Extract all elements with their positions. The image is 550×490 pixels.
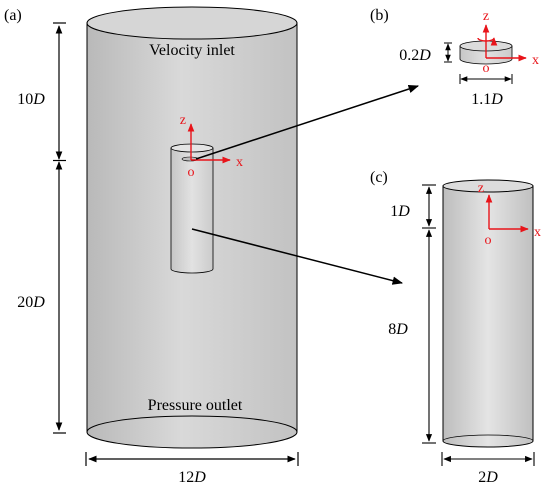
axis-x-label-a: x: [236, 155, 243, 170]
dim-2d-label: 2D: [478, 469, 498, 486]
height-dimension-c: 1D 8D: [388, 184, 436, 444]
width-dimension-c: 2D: [441, 452, 535, 486]
panel-c: (c) z x o 1D 8D 2D: [370, 169, 541, 486]
panel-b-tag: (b): [370, 7, 389, 24]
dim-1-1d-label: 1.1D: [471, 91, 503, 108]
domain-cylinder-bottom-back: [86, 415, 298, 433]
width-dimension-a: 12D: [85, 452, 299, 486]
axis-triad-b: z x o: [477, 9, 539, 76]
velocity-inlet-label: Velocity inlet: [149, 42, 235, 59]
panel-b: (b) z x o 0.2D 1.1D: [370, 7, 539, 108]
rotor-cylinder-body: [442, 185, 534, 448]
pressure-outlet-label: Pressure outlet: [148, 397, 243, 414]
height-dimension-b: 0.2D: [399, 42, 452, 64]
axis-triad-c: z x o: [478, 181, 541, 248]
dim-20d-label: 20D: [17, 294, 45, 311]
axis-z-label-c: z: [478, 181, 484, 196]
callout-arrow-to-b: [195, 84, 419, 160]
axis-z-label-b: z: [483, 9, 489, 24]
axis-origin-label-a: o: [188, 165, 195, 180]
axis-z-label-a: z: [180, 113, 186, 128]
axis-x-label-c: x: [534, 225, 541, 240]
dim-12d-label: 12D: [178, 469, 206, 486]
rotor-cylinder-bottom-back: [442, 434, 534, 442]
dim-1d-label: 1D: [390, 203, 410, 220]
panel-a: (a) Velocity inlet Pressure outlet z x o…: [4, 6, 419, 486]
rotor-cylinder-top: [442, 179, 534, 193]
height-dimension-a: 10D 20D: [17, 22, 66, 434]
width-dimension-b: 1.1D: [459, 74, 513, 108]
rotation-arrow-icon: [477, 37, 498, 46]
dim-0-2d-label: 0.2D: [399, 47, 431, 64]
axis-x-label-b: x: [532, 53, 539, 68]
inner-cylinder-top: [170, 143, 214, 153]
axis-triad-a: z x o: [180, 113, 243, 180]
dim-8d-label: 8D: [388, 321, 408, 338]
panel-a-tag: (a): [4, 7, 22, 24]
inner-cylinder-body: [170, 147, 214, 274]
axis-origin-label-b: o: [483, 61, 490, 76]
callout-arrow-to-c: [191, 228, 404, 285]
dim-10d-label: 10D: [17, 91, 45, 108]
domain-cylinder-top: [86, 6, 298, 40]
axis-origin-label-c: o: [485, 233, 492, 248]
panel-c-tag: (c): [370, 169, 388, 186]
